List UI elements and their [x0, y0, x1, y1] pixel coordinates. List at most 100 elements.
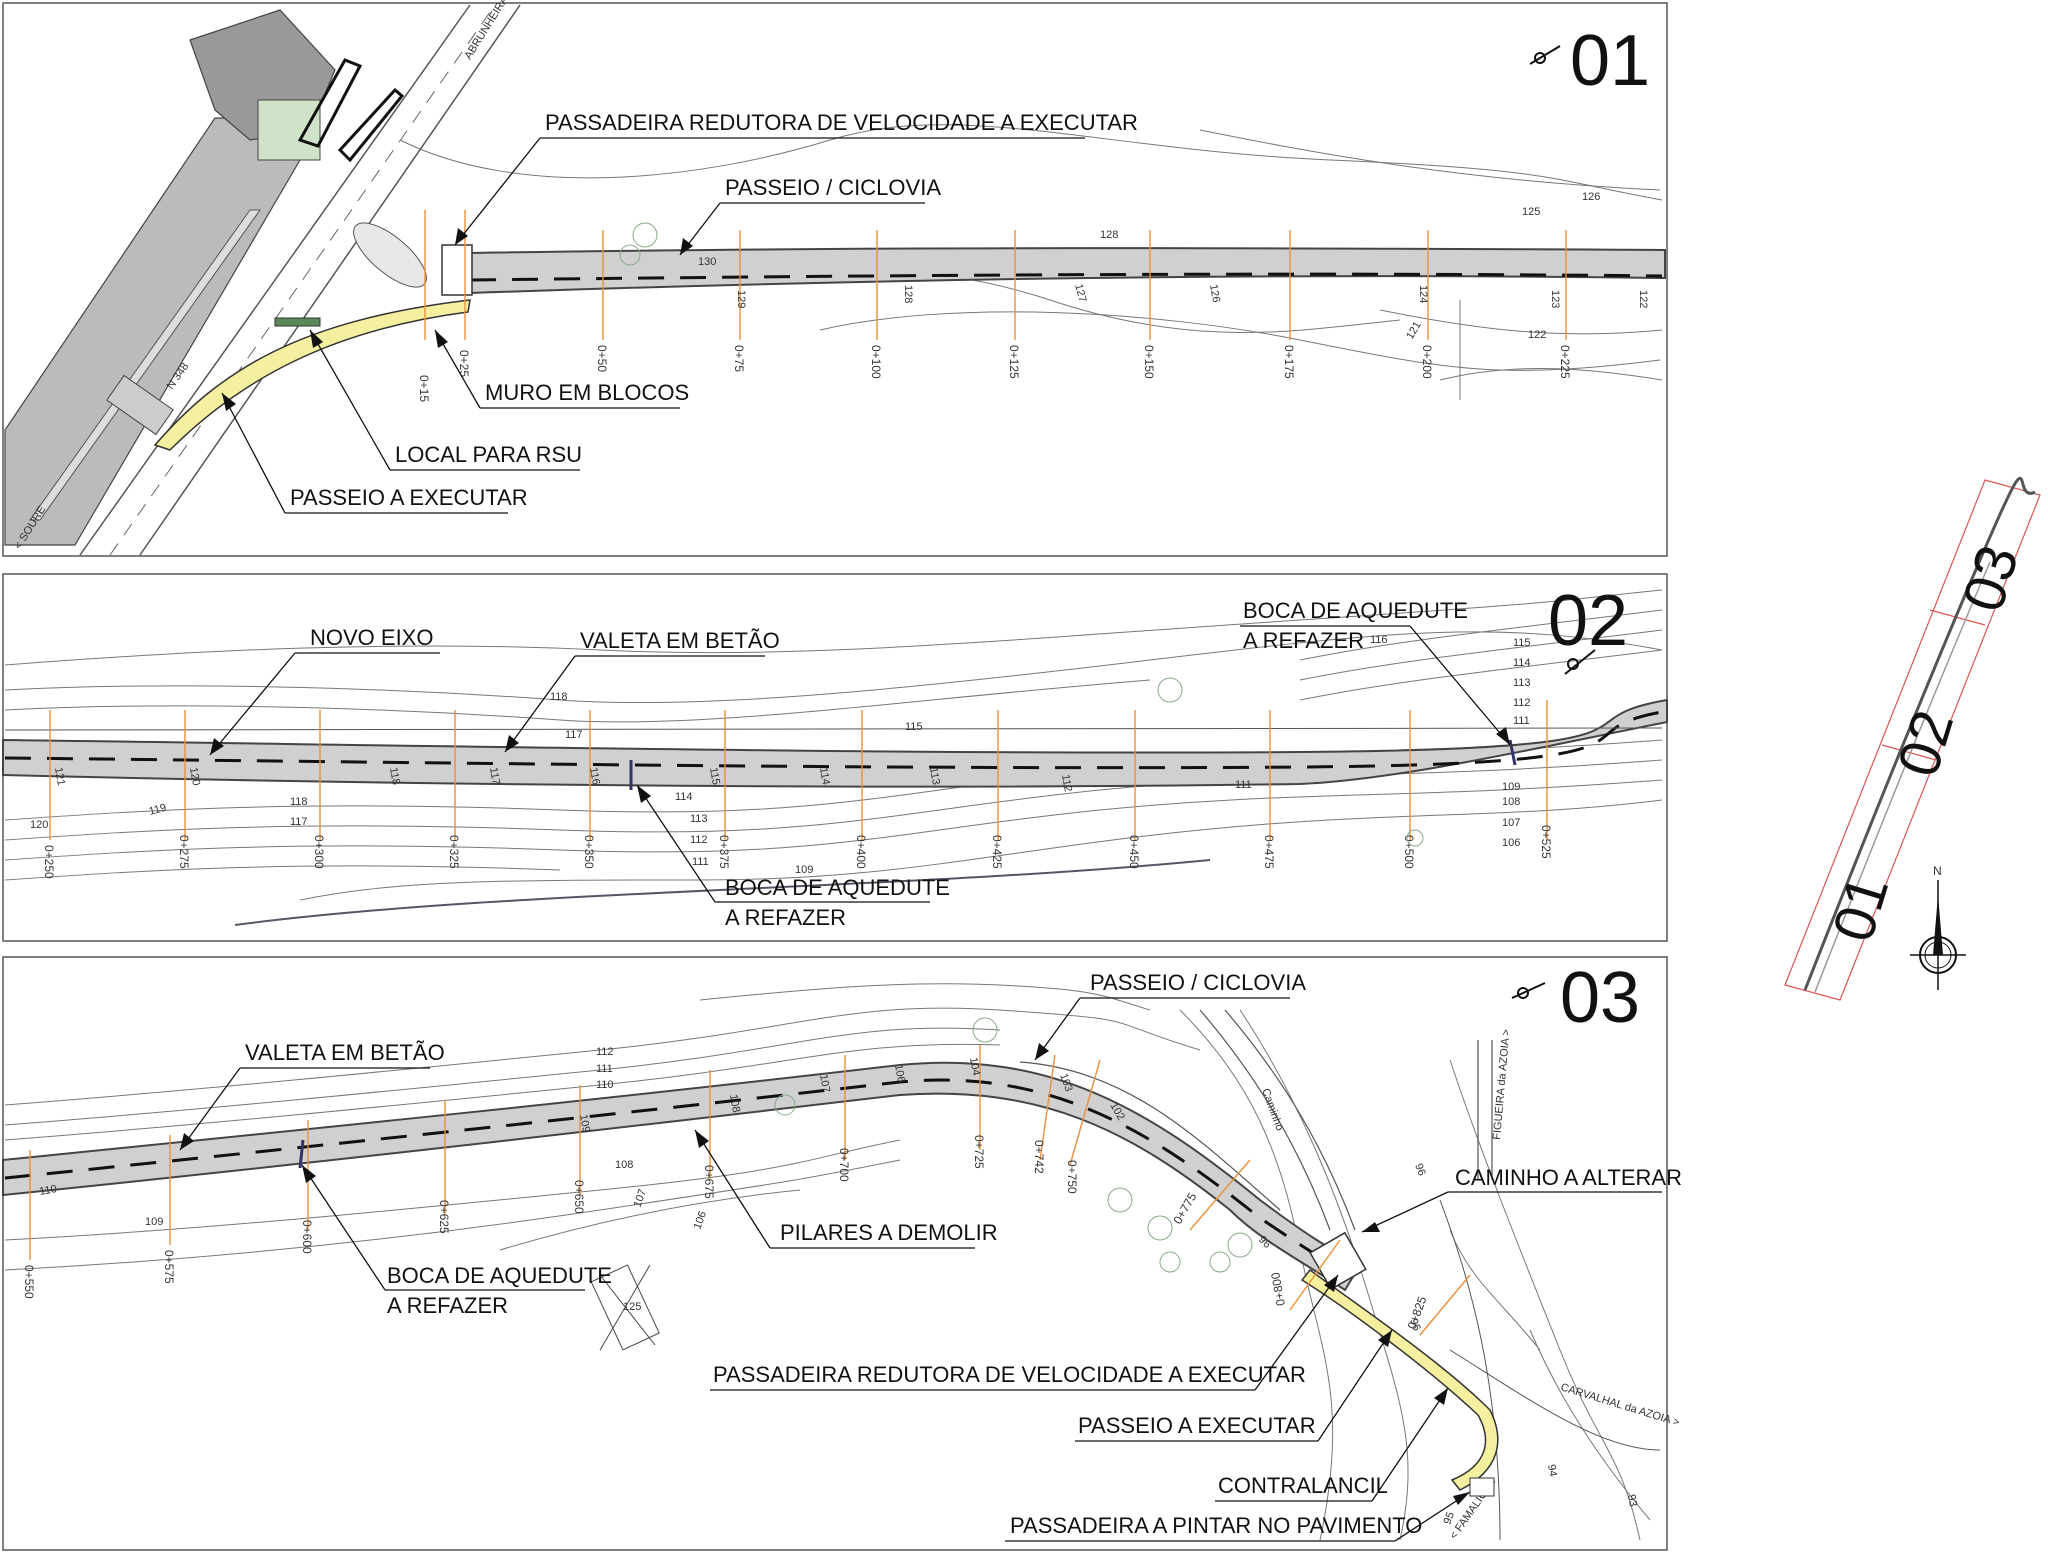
- drainage-line: [234, 859, 1211, 926]
- sheet-03-axis: [4, 1078, 1351, 1277]
- station-0-725: 0+725: [972, 1135, 986, 1169]
- contour-label: 112: [1059, 773, 1074, 792]
- callout-s1-rsu: LOCAL PARA RSU: [395, 442, 582, 467]
- callout-s2-boca1-line2: A REFAZER: [725, 905, 846, 930]
- sheet-02-axis: [4, 710, 1663, 770]
- sheet-02: 0+250 0+275 0+300 0+325 0+350 0+375 0+40…: [1, 573, 1668, 942]
- station-0-425: 0+425: [990, 835, 1004, 869]
- callout-s3-pintar: PASSADEIRA A PINTAR NO PAVIMENTO: [1010, 1513, 1422, 1538]
- callout-s3-boca-line1: BOCA DE AQUEDUTE: [387, 1263, 612, 1288]
- tree-icon: [1157, 677, 1183, 703]
- tree-icon: [972, 1017, 998, 1043]
- contour-label: 114: [817, 766, 832, 785]
- sheet-02-road: [1, 698, 1668, 788]
- key-map: 01 02 03 N: [1784, 476, 2041, 1001]
- sheet-01-road: [454, 244, 1666, 295]
- contour-label: 130: [698, 256, 716, 268]
- green-area: [257, 99, 321, 161]
- sheet-01-stations: [424, 210, 1567, 340]
- sheet-03-number: 03: [1560, 958, 1640, 1038]
- contour-label: 122: [1528, 329, 1546, 341]
- contour-label: 110: [38, 1183, 57, 1198]
- sidewalk-03: [1300, 1268, 1499, 1491]
- contour-label: 109: [577, 1113, 592, 1133]
- station-0-75: 0+75: [732, 345, 746, 372]
- contour-label: 111: [596, 1063, 613, 1075]
- contour-label: 96: [1412, 1162, 1427, 1178]
- station-0-150: 0+150: [1142, 345, 1156, 379]
- callout-s2-boca2-line2: A REFAZER: [1243, 628, 1364, 653]
- callout-s3-contralancil: CONTRALANCIL: [1218, 1473, 1388, 1498]
- contour-label: 128: [902, 285, 914, 303]
- contour-label: 111: [692, 856, 709, 868]
- sheet-02-stations: [49, 700, 1548, 840]
- speed-crosswalk-01: [441, 244, 473, 296]
- tree-icon: [1159, 1251, 1181, 1273]
- place-figueira: FIGUEIRA da AZOIA >: [1491, 1029, 1513, 1141]
- contour-label: 112: [690, 834, 708, 846]
- contour-label: 112: [596, 1046, 614, 1058]
- tree-icon: [1107, 1187, 1133, 1213]
- tree-icon: [774, 1094, 796, 1116]
- crosswalk-n348: [106, 374, 174, 436]
- speed-crosswalk-03: [1309, 1231, 1367, 1291]
- sheet-03-contours: [4, 983, 1661, 1541]
- station-0-15: 0+15: [417, 375, 431, 402]
- sheet-03-frame: [2, 956, 1668, 1551]
- key-map-route: [1803, 476, 2036, 991]
- contour-label: 114: [675, 791, 693, 803]
- contour-label: 117: [290, 816, 308, 828]
- station-0-575: 0+575: [162, 1250, 176, 1284]
- contour-label: 118: [387, 766, 402, 785]
- key-map-label-01: 01: [1820, 868, 1901, 949]
- contour-label: 121: [52, 766, 67, 786]
- tree-icon: [1406, 829, 1424, 847]
- contour-label: 129: [735, 290, 747, 308]
- traffic-island: [353, 222, 427, 288]
- contour-label: 113: [927, 766, 942, 785]
- sheet-02-number: 02: [1548, 581, 1628, 661]
- contour-label: 109: [795, 864, 813, 876]
- sheet-03-road: [1, 1061, 1362, 1292]
- callout-s3-boca-line2: A REFAZER: [387, 1293, 508, 1318]
- contour-label: 128: [1100, 229, 1118, 241]
- contour-label: 116: [587, 766, 602, 785]
- contour-label: 96: [1407, 1317, 1422, 1333]
- building-block: [4, 9, 405, 546]
- sidewalk-01: [153, 299, 471, 451]
- place-abrunheira: ABRUNHEIRA >: [462, 0, 515, 62]
- sheet-01: ABRUNHEIRA > < SOURE N 348: [2, 0, 1668, 557]
- station-0-300: 0+300: [312, 835, 326, 869]
- station-0-125: 0+125: [1007, 345, 1021, 379]
- contour-label: 108: [727, 1093, 742, 1113]
- contour-label: 118: [290, 796, 308, 808]
- station-0-375: 0+375: [717, 835, 731, 869]
- contour-label: 112: [1513, 697, 1531, 709]
- contour-label: 115: [1513, 637, 1531, 649]
- callout-s3-valeta: VALETA EM BETÃO: [245, 1040, 445, 1065]
- station-0-500: 0+500: [1402, 835, 1416, 869]
- compass-north-label: N: [1933, 864, 1942, 878]
- culvert-mark: [1508, 739, 1517, 766]
- contour-label: 109: [1502, 781, 1520, 793]
- contour-label: 123: [1549, 290, 1561, 308]
- contour-label: 117: [487, 766, 502, 785]
- contour-label: 116: [1370, 634, 1388, 646]
- tree-icon: [619, 244, 641, 266]
- contour-label: 104: [967, 1056, 982, 1076]
- contour-label: 120: [30, 819, 48, 831]
- station-0-100: 0+100: [869, 345, 883, 379]
- station-0-275: 0+275: [177, 835, 191, 869]
- contour-label: 119: [148, 802, 168, 818]
- contour-label: 124: [1417, 285, 1429, 303]
- contour-label: 109: [145, 1216, 163, 1228]
- station-0-50: 0+50: [595, 345, 609, 372]
- contour-label: 106: [1502, 837, 1520, 849]
- place-carvalhal: CARVALHAL da AZOIA >: [1559, 1381, 1681, 1429]
- contour-label: 108: [1502, 796, 1520, 808]
- sheet-03: Caminho FIGUEIRA da AZOIA > CARVALHAL da…: [1, 956, 1682, 1551]
- contour-label: 111: [1513, 715, 1530, 727]
- callout-s3-pilares: PILARES A DEMOLIR: [780, 1220, 998, 1245]
- callout-s3-passadeira: PASSADEIRA REDUTORA DE VELOCIDADE A EXEC…: [713, 1362, 1306, 1387]
- contour-label: 120: [187, 766, 202, 786]
